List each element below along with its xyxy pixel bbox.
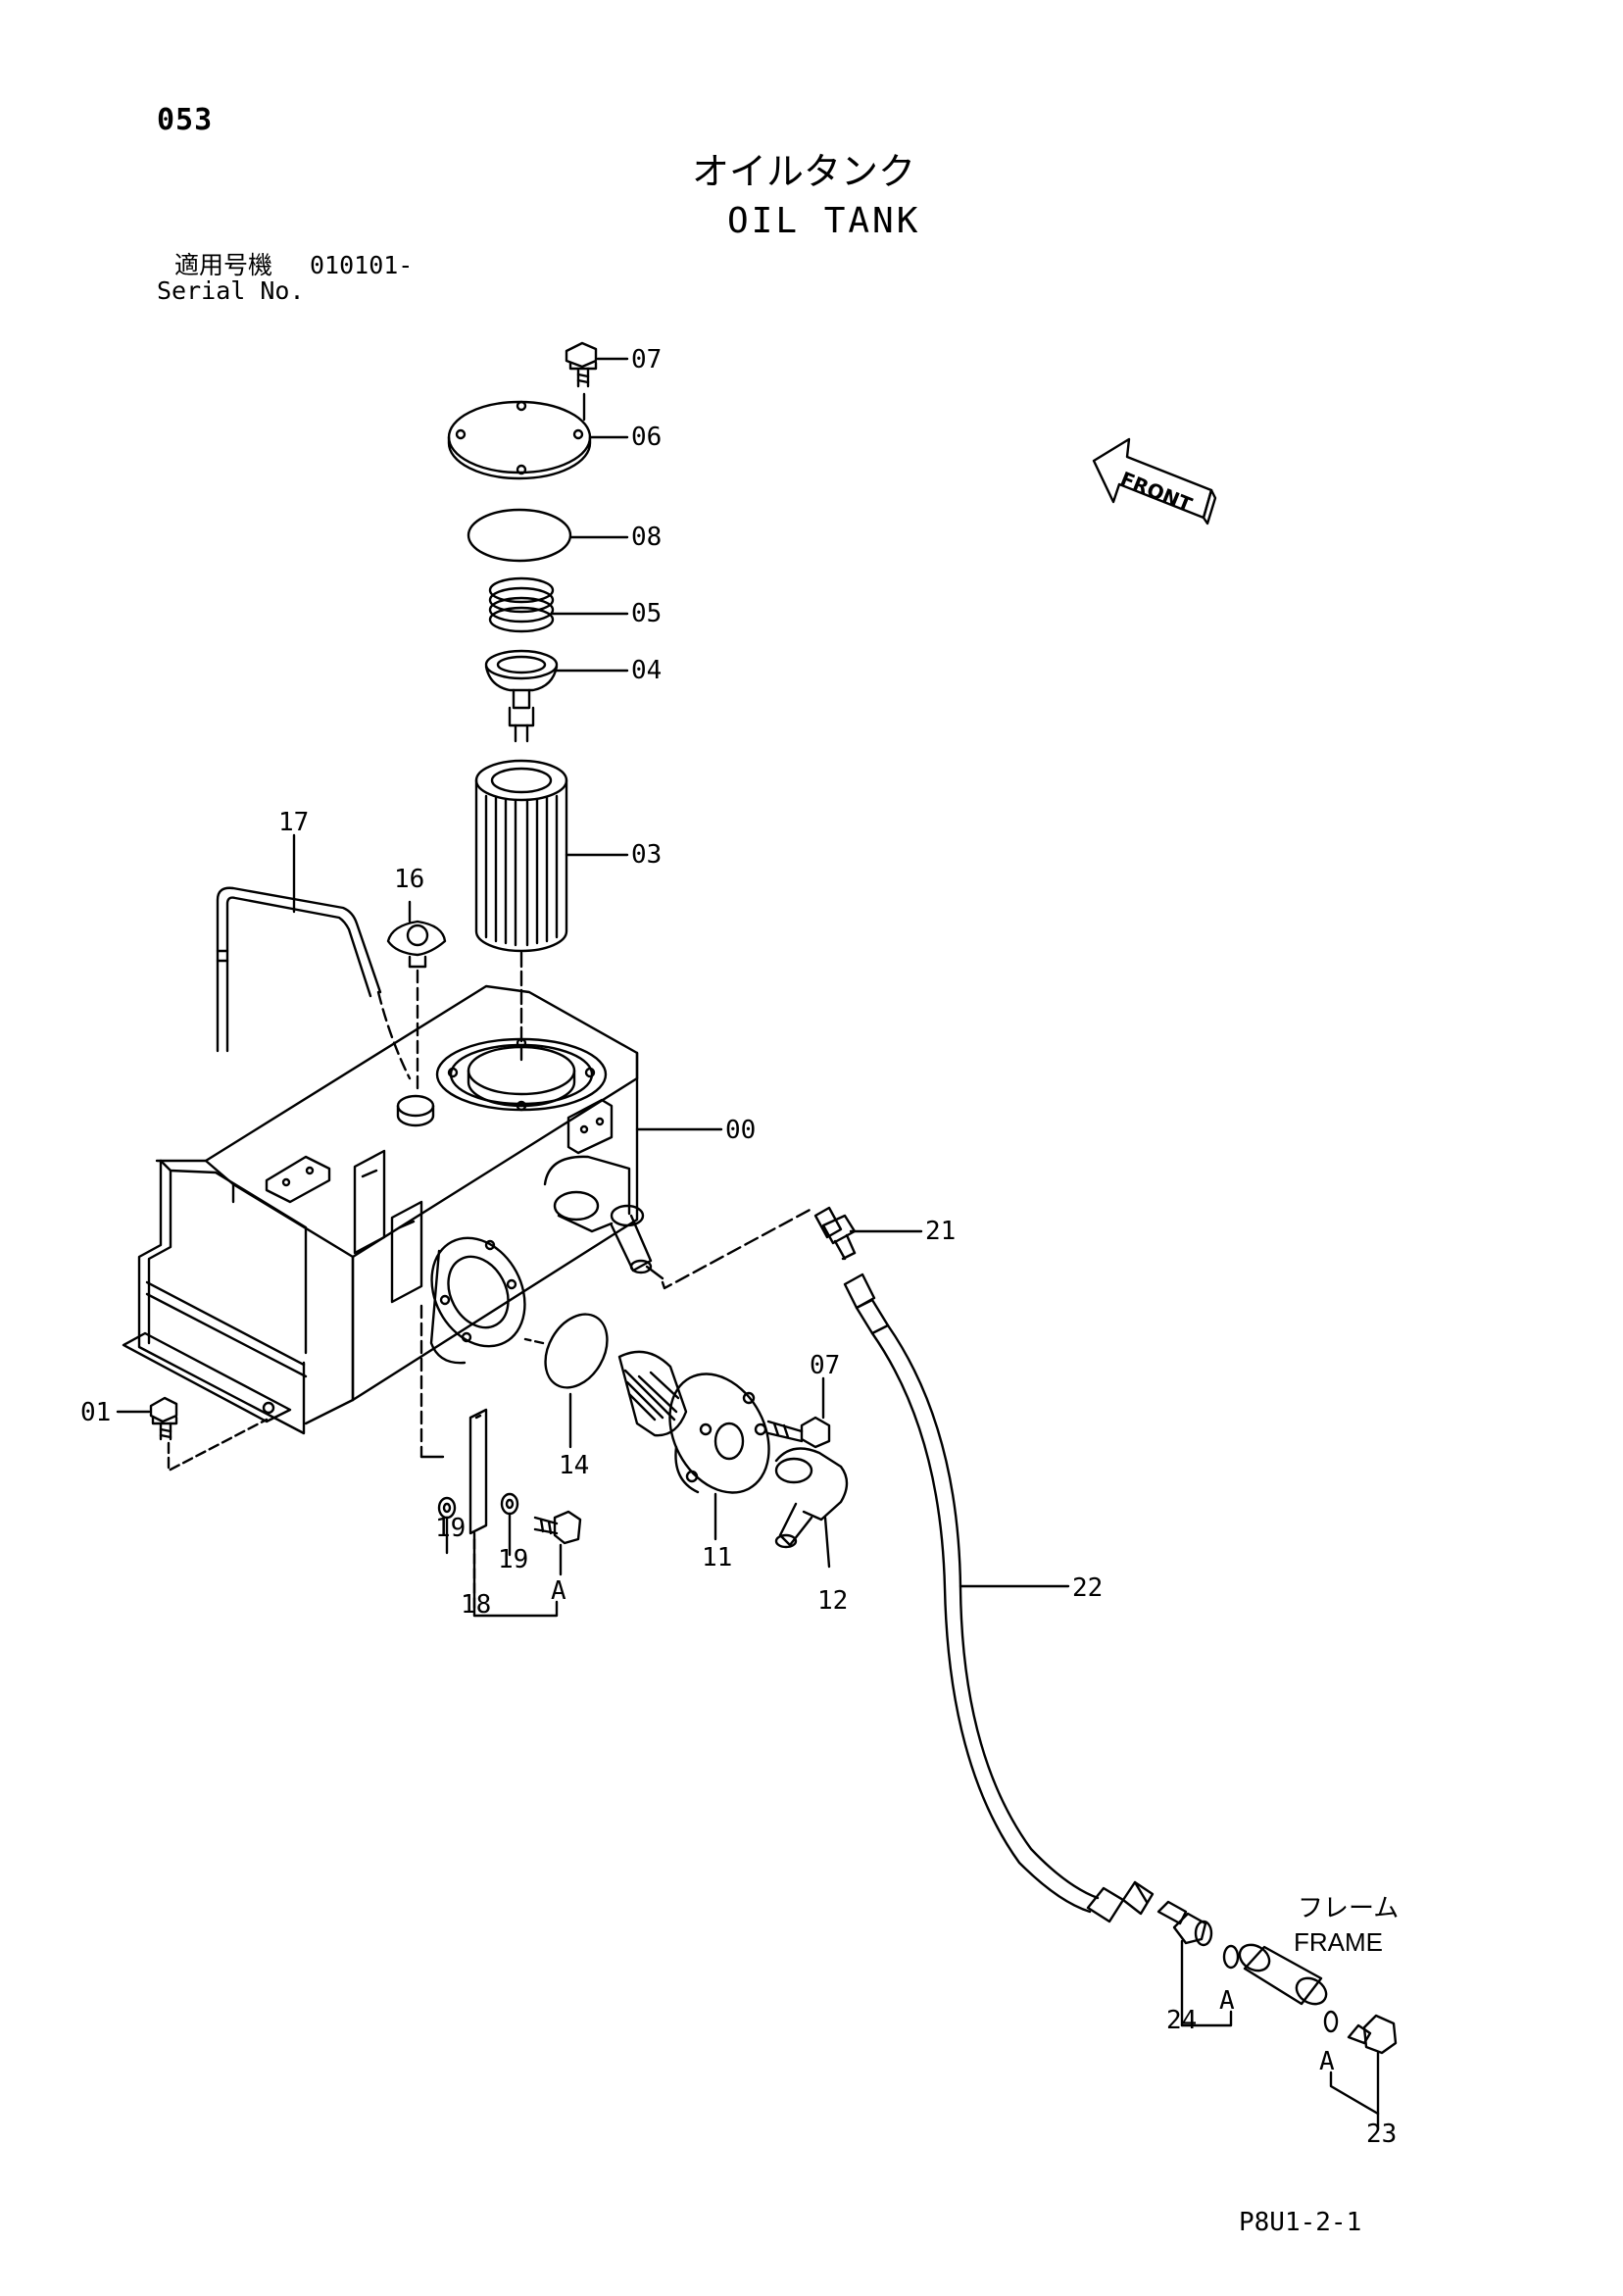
serial-label-english: Serial No.: [157, 276, 305, 305]
bolt-07-mid-icon: [768, 1378, 829, 1447]
gasket-08-icon: [468, 510, 627, 561]
callout-24: 24: [1166, 2006, 1198, 2035]
washer-19a-icon: [439, 1498, 455, 1553]
washer-19b-icon: [502, 1494, 517, 1555]
callout-03: 03: [631, 840, 663, 870]
fill-port-icon: [398, 1096, 433, 1125]
bolt-07-top-icon: [566, 343, 627, 386]
strainer-11-icon: [619, 1352, 789, 1539]
callout-08: 08: [631, 523, 663, 552]
callout-23: 23: [1366, 2120, 1398, 2149]
callout-17: 17: [278, 808, 310, 837]
title-english: OIL TANK: [727, 201, 921, 241]
plate-18-icon: [470, 1410, 557, 1616]
breather-pipe-17-icon: [218, 835, 410, 1078]
title-japanese: オイルタンク: [692, 150, 916, 193]
callout-06: 06: [631, 423, 663, 452]
callout-22: 22: [1072, 1573, 1104, 1603]
callout-19-a: 19: [435, 1514, 467, 1543]
callout-14: 14: [559, 1451, 590, 1480]
frame-label-english: FRAME: [1294, 1927, 1383, 1957]
front-arrow-icon: [1094, 439, 1215, 524]
serial-number-value: 010101-: [310, 251, 414, 279]
filter-element-03-icon: [476, 761, 627, 1065]
serial-label-japanese: 適用号機: [174, 251, 273, 279]
callout-a-2: A: [1219, 1986, 1235, 2016]
oring-a2-icon: [1325, 2012, 1337, 2031]
elbow-12-icon: [776, 1449, 847, 1568]
cap-16-icon: [388, 902, 445, 1088]
valve-04-icon: [486, 651, 627, 741]
callout-12: 12: [817, 1586, 849, 1616]
frame-label-japanese: フレーム: [1298, 1894, 1400, 1923]
callout-07-mid: 07: [810, 1351, 841, 1380]
callout-05: 05: [631, 599, 663, 628]
plug-23-icon: [1331, 2016, 1396, 2127]
callout-11: 11: [702, 1543, 733, 1572]
bolt-01-icon: [118, 1398, 267, 1471]
callout-04: 04: [631, 656, 663, 685]
drawing-code: P8U1-2-1: [1239, 2208, 1362, 2237]
callout-a-3: A: [1319, 2047, 1335, 2076]
frame-boss-icon: [1235, 1940, 1331, 2010]
bolt-a-icon: [535, 1512, 580, 1574]
oil-tank-00-icon: [123, 986, 813, 1457]
callout-a-1: A: [551, 1576, 566, 1606]
callout-07-top: 07: [631, 345, 663, 374]
fitting-24-icon: [1158, 1902, 1231, 2025]
cover-plate-06-icon: [449, 394, 627, 478]
callout-16: 16: [394, 865, 425, 894]
callout-21: 21: [925, 1217, 957, 1246]
callout-00: 00: [725, 1116, 757, 1145]
spring-05-icon: [490, 578, 627, 631]
callout-19-b: 19: [498, 1545, 529, 1574]
callout-01: 01: [80, 1398, 112, 1427]
oring-a-icon: [1224, 1946, 1238, 1968]
gasket-14-icon: [525, 1303, 619, 1447]
callout-18: 18: [461, 1590, 492, 1620]
page-number: 053: [157, 103, 214, 137]
hose-22-icon: [845, 1274, 1153, 1922]
adapter-21-icon: [815, 1208, 921, 1259]
